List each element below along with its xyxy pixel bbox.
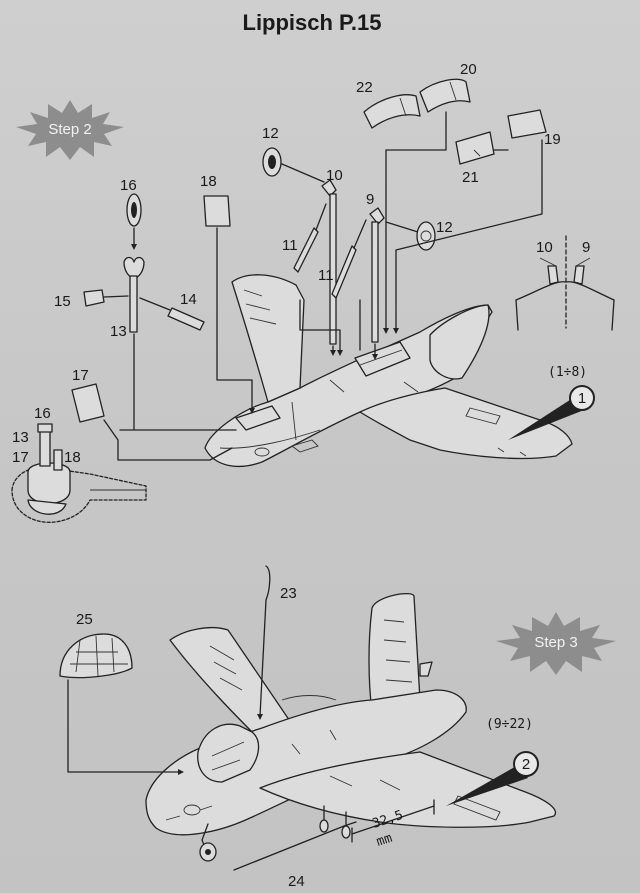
label-19: 19 xyxy=(544,131,561,148)
part-12-wheel-left xyxy=(262,147,325,183)
label-23: 23 xyxy=(280,585,297,602)
part-24-pitot xyxy=(233,821,357,871)
step-2-badge: Step 2 xyxy=(16,100,124,160)
label-11-a: 11 xyxy=(282,237,298,254)
part-11-strut-b xyxy=(331,219,367,299)
subassembly-2-pointer: 2 xyxy=(446,751,539,806)
guide-18 xyxy=(216,227,253,411)
part-21 xyxy=(455,131,495,165)
guides-gear xyxy=(299,299,376,357)
svg-text:2: 2 xyxy=(522,756,530,773)
fuselage-step2 xyxy=(204,274,573,468)
part-number-labels: 12 10 9 12 16 18 22 20 21 19 11 11 15 14… xyxy=(12,61,590,890)
label-detail-9: 9 xyxy=(582,239,590,256)
label-9: 9 xyxy=(366,191,374,208)
label-detail-18: 18 xyxy=(64,449,81,466)
label-12-top: 12 xyxy=(262,125,279,142)
part-17 xyxy=(71,383,105,423)
step-3-badge: Step 3 xyxy=(496,612,616,675)
step-2-label: Step 2 xyxy=(48,121,91,138)
part-13-strut xyxy=(123,256,145,333)
aircraft-step3 xyxy=(145,593,557,862)
label-detail-17: 17 xyxy=(12,449,29,466)
label-18: 18 xyxy=(200,173,217,190)
part-14 xyxy=(139,297,205,331)
label-detail-13: 13 xyxy=(12,429,29,446)
label-25: 25 xyxy=(76,611,93,628)
svg-text:mm: mm xyxy=(375,831,395,850)
step-3-label: Step 3 xyxy=(534,634,577,651)
guide-19-21 xyxy=(395,139,543,331)
label-12-right: 12 xyxy=(436,219,453,236)
label-13: 13 xyxy=(110,323,127,340)
label-24: 24 xyxy=(288,873,305,890)
range-9-22: (9÷22) xyxy=(486,717,533,732)
label-detail-10: 10 xyxy=(536,239,553,256)
part-10-leg xyxy=(321,179,337,345)
svg-text:1: 1 xyxy=(578,390,586,407)
page-title: Lippisch P.15 xyxy=(243,10,382,35)
label-14: 14 xyxy=(180,291,197,308)
part-22 xyxy=(363,94,421,129)
label-16: 16 xyxy=(120,177,137,194)
label-20: 20 xyxy=(460,61,477,78)
label-17: 17 xyxy=(72,367,89,384)
guide-13 xyxy=(119,333,237,431)
subassembly-1-pointer: 1 xyxy=(508,385,595,440)
part-11-strut-a xyxy=(293,203,327,273)
part-9-leg xyxy=(369,207,385,343)
part-19 xyxy=(507,109,547,139)
part-23-antenna xyxy=(257,565,271,720)
part-16-wheel xyxy=(126,193,142,227)
label-21: 21 xyxy=(462,169,479,186)
label-15: 15 xyxy=(54,293,71,310)
label-11-b: 11 xyxy=(318,267,334,284)
label-22: 22 xyxy=(356,79,373,96)
part-25-canopy xyxy=(59,633,184,775)
range-1-8: (1÷8) xyxy=(548,365,587,380)
guide-20-22 xyxy=(385,111,447,331)
part-20 xyxy=(419,78,471,113)
part-18 xyxy=(203,195,231,227)
label-10: 10 xyxy=(326,167,343,184)
part-12-wheel-right xyxy=(385,221,436,251)
guide-17 xyxy=(103,419,233,461)
label-detail-16: 16 xyxy=(34,405,51,422)
gear-angle-detail xyxy=(515,235,615,331)
part-15 xyxy=(83,289,129,307)
nose-gear-detail xyxy=(11,423,147,523)
